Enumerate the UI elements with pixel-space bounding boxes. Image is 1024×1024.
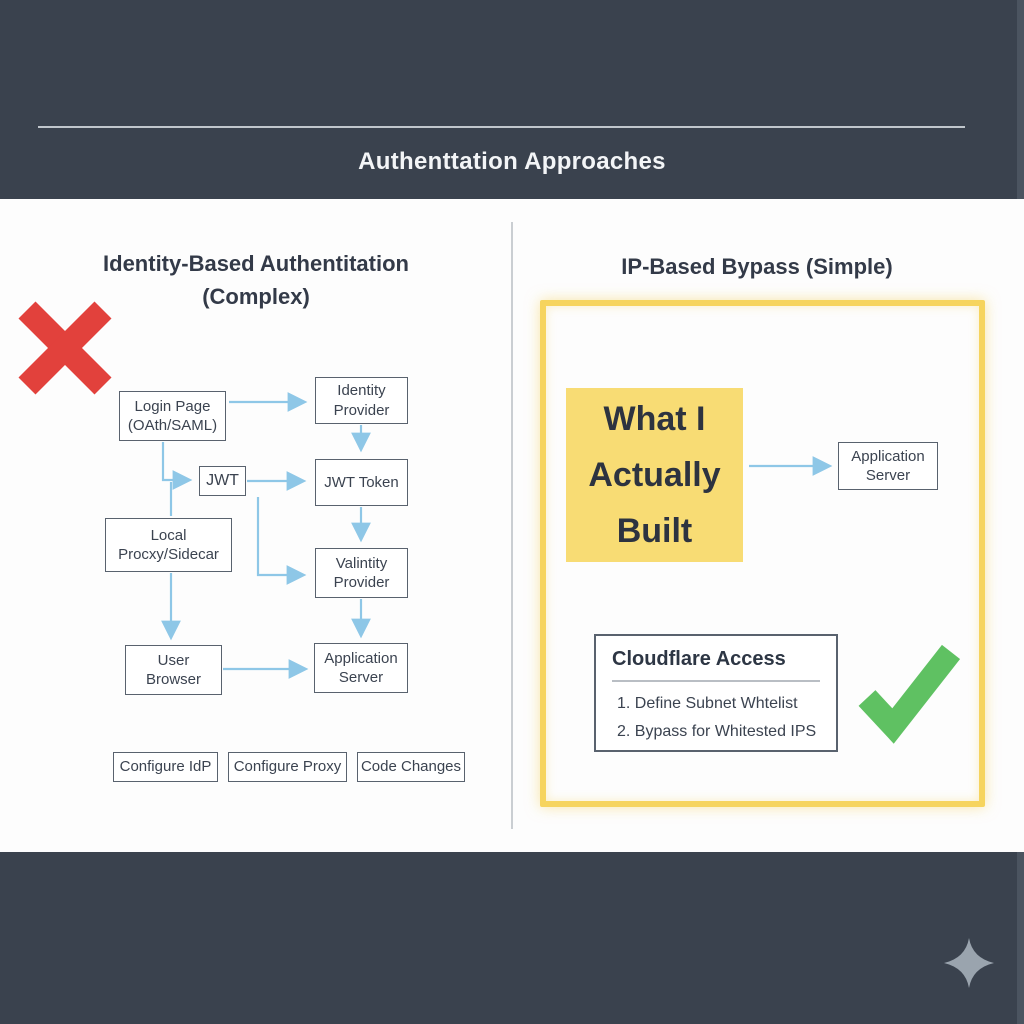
- cloudflare-step-1: 1. Define Subnet Whtelist: [617, 694, 798, 712]
- what-i-built-box: What I Actually Built: [566, 388, 743, 562]
- node-jwt: JWT: [199, 466, 246, 496]
- node-user-browser: User Browser: [125, 645, 222, 695]
- green-check-icon: [858, 644, 960, 744]
- header-band-edge: [1017, 0, 1024, 199]
- left-panel-heading: Identity-Based Authentitation (Complex): [103, 251, 409, 309]
- step-configure-proxy: Configure Proxy: [228, 752, 347, 782]
- node-identity-provider: Identity Provider: [315, 377, 408, 424]
- node-application-server-left: Application Server: [314, 643, 408, 693]
- node-login-page: Login Page (OAth/SAML): [119, 391, 226, 441]
- cloudflare-divider-line: [612, 680, 820, 682]
- step-configure-idp: Configure IdP: [113, 752, 218, 782]
- highlight-frame: [540, 300, 985, 807]
- panel-divider: [511, 222, 513, 829]
- cloudflare-access-title: Cloudflare Access: [612, 648, 786, 670]
- sparkle-icon: [944, 938, 994, 988]
- step-code-changes: Code Changes: [357, 752, 465, 782]
- footer-band: [0, 852, 1024, 1024]
- header-divider-line: [38, 126, 965, 128]
- header-band: [0, 0, 1024, 199]
- node-local-proxy: Local Procxy/Sidecar: [105, 518, 232, 572]
- page-title: Authenttation Approaches: [358, 148, 666, 175]
- node-validity-provider: Valintity Provider: [315, 548, 408, 598]
- footer-band-edge: [1017, 852, 1024, 1024]
- node-jwt-token: JWT Token: [315, 459, 408, 506]
- cloudflare-access-box: Cloudflare Access 1. Define Subnet Whtel…: [594, 634, 838, 752]
- right-panel-heading: IP-Based Bypass (Simple): [621, 254, 893, 279]
- cloudflare-step-2: 2. Bypass for Whitested IPS: [617, 722, 817, 740]
- node-application-server-right: Application Server: [838, 442, 938, 490]
- red-x-icon: [18, 301, 112, 395]
